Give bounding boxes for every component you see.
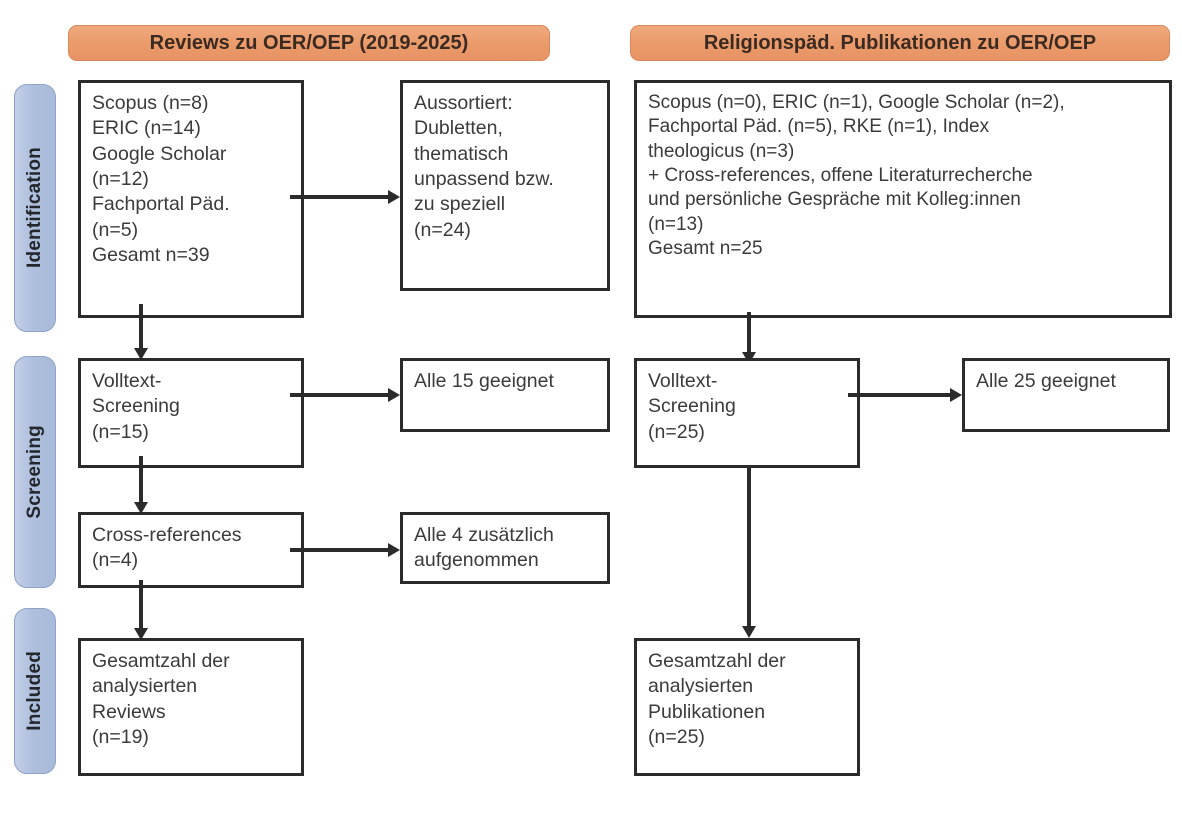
- box-left-crossrefs-result: Alle 4 zusätzlich aufgenommen: [400, 512, 610, 584]
- column-header-right: Religionspäd. Publikationen zu OER/OEP: [630, 25, 1170, 61]
- box-right-screening: Volltext- Screening (n=25): [634, 358, 860, 468]
- box-right-screening-result: Alle 25 geeignet: [962, 358, 1170, 432]
- arrow-right-screening-to-included: [742, 466, 756, 638]
- box-left-screening: Volltext- Screening (n=15): [78, 358, 304, 468]
- box-left-identification: Scopus (n=8) ERIC (n=14) Google Scholar …: [78, 80, 304, 318]
- arrow-right-identification-to-screening: [742, 312, 756, 364]
- stage-tab-screening-label: Screening: [24, 425, 45, 519]
- box-right-included: Gesamtzahl der analysierten Publikatione…: [634, 638, 860, 776]
- arrow-left-screening-to-result: [290, 388, 400, 402]
- box-left-crossrefs: Cross-references (n=4): [78, 512, 304, 588]
- column-header-left: Reviews zu OER/OEP (2019-2025): [68, 25, 550, 61]
- stage-tab-included-label: Included: [24, 651, 45, 731]
- box-left-screening-result: Alle 15 geeignet: [400, 358, 610, 432]
- box-right-identification: Scopus (n=0), ERIC (n=1), Google Scholar…: [634, 80, 1172, 318]
- stage-tab-screening: Screening: [14, 356, 56, 588]
- box-left-included: Gesamtzahl der analysierten Reviews (n=1…: [78, 638, 304, 776]
- arrow-left-identification-to-excluded: [290, 190, 400, 204]
- arrow-right-screening-to-result: [848, 388, 964, 402]
- arrow-left-crossrefs-to-included: [134, 580, 148, 640]
- stage-tab-identification: Identification: [14, 84, 56, 332]
- arrow-left-screening-to-crossrefs: [134, 456, 148, 514]
- arrow-left-identification-to-screening: [134, 304, 148, 360]
- arrow-left-crossrefs-to-result: [290, 543, 400, 557]
- box-left-excluded: Aussortiert: Dubletten, thematisch unpas…: [400, 80, 610, 291]
- stage-tab-included: Included: [14, 608, 56, 774]
- stage-tab-identification-label: Identification: [24, 147, 45, 269]
